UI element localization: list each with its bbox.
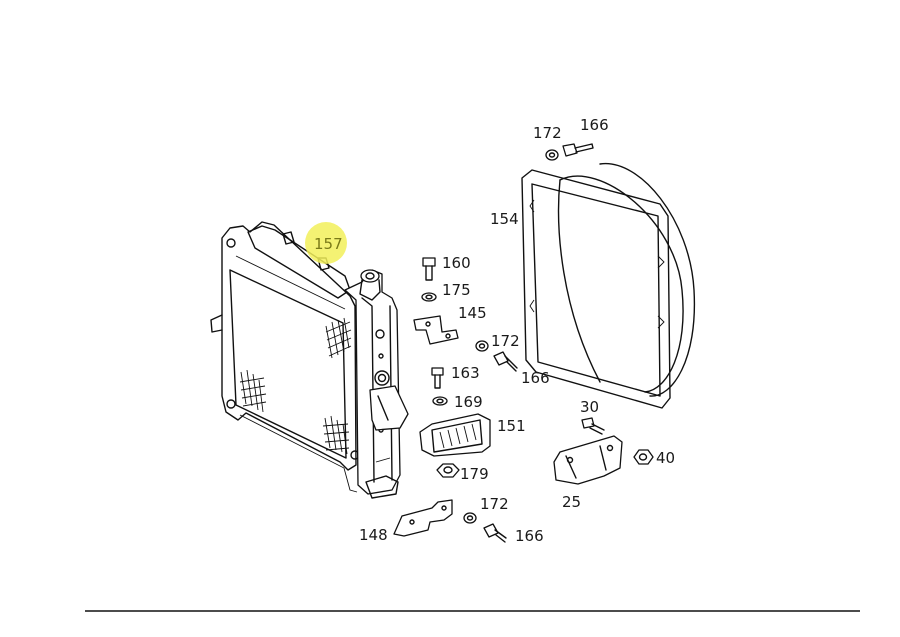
label-172-bot[interactable]: 172	[480, 495, 509, 513]
bracket-25	[553, 435, 623, 485]
bolt-166-bot	[483, 523, 507, 543]
bolt-160	[422, 257, 436, 281]
fan-shroud	[521, 163, 696, 409]
label-166-bot[interactable]: 166	[515, 527, 544, 545]
washer-175	[421, 292, 437, 302]
label-154[interactable]: 154	[490, 210, 519, 228]
bracket-145	[413, 315, 459, 345]
mount-151	[419, 413, 491, 457]
radiator	[210, 221, 409, 499]
washer-172-top	[545, 149, 559, 161]
label-151[interactable]: 151	[497, 417, 526, 435]
nut-179	[436, 463, 460, 478]
label-30[interactable]: 30	[580, 398, 599, 416]
label-163[interactable]: 163	[451, 364, 480, 382]
label-148[interactable]: 148	[359, 526, 388, 544]
bolt-166-top	[562, 143, 594, 157]
bolt-163	[431, 367, 444, 389]
washer-172-mid	[475, 340, 489, 352]
washer-169	[432, 396, 448, 406]
nut-40	[633, 449, 654, 465]
label-40[interactable]: 40	[656, 449, 675, 467]
label-172-mid[interactable]: 172	[491, 332, 520, 350]
label-166-mid[interactable]: 166	[521, 369, 550, 387]
label-145[interactable]: 145	[458, 304, 487, 322]
bolt-166-mid	[493, 351, 518, 372]
label-175[interactable]: 175	[442, 281, 471, 299]
label-179[interactable]: 179	[460, 465, 489, 483]
label-172-top[interactable]: 172	[533, 124, 562, 142]
bolt-30	[581, 417, 605, 435]
washer-172-bot	[463, 512, 477, 524]
label-166-top[interactable]: 166	[580, 116, 609, 134]
label-160[interactable]: 160	[442, 254, 471, 272]
label-169[interactable]: 169	[454, 393, 483, 411]
label-157[interactable]: 157	[314, 235, 343, 253]
highlight-marker	[305, 222, 347, 264]
bracket-148	[393, 499, 453, 537]
label-25[interactable]: 25	[562, 493, 581, 511]
